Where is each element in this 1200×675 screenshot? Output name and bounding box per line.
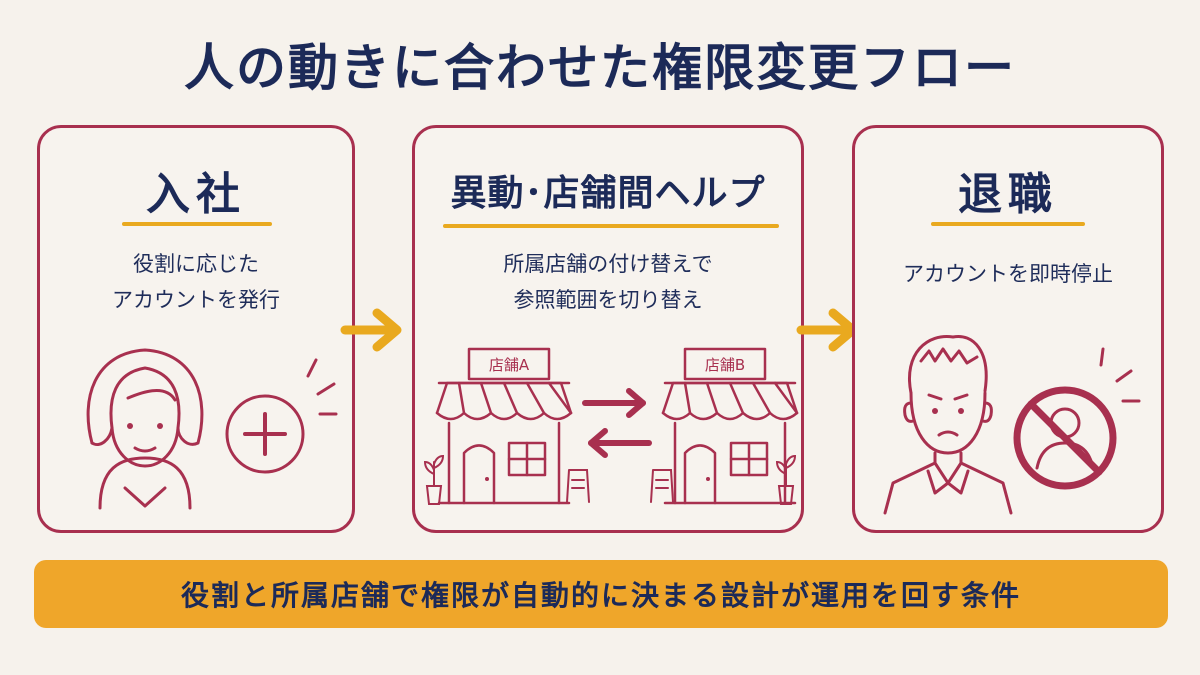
summary-banner: 役割と所属店舗で権限が自動的に決まる設計が運用を回す条件 — [34, 560, 1168, 628]
heading-underline — [122, 222, 272, 226]
description-line: アカウントを即時停止 — [903, 262, 1113, 286]
woman-avatar-icon — [86, 348, 204, 510]
step-heading-leave: 退職 — [958, 169, 1058, 220]
description-line: アカウントを発行 — [112, 288, 280, 312]
swap-arrows-icon — [582, 388, 652, 458]
step-heading-transfer: 異動･店舗間ヘルプ — [450, 173, 766, 214]
heading-underline — [443, 224, 779, 228]
page-title: 人の動きに合わせた権限変更フロー — [184, 39, 1016, 97]
step-heading-join: 入社 — [146, 169, 246, 220]
step-card-transfer: 異動･店舗間ヘルプ 所属店舗の付け替えで 参照範囲を切り替え 店舗A — [412, 125, 804, 533]
step-description-join: 役割に応じた アカウントを発行 — [40, 246, 352, 318]
store-label-a: 店舗A — [489, 356, 530, 374]
step-card-leave: 退職 アカウントを即時停止 — [852, 125, 1164, 533]
store-icon-a: 店舗A — [435, 347, 573, 505]
step-card-join: 入社 役割に応じた アカウントを発行 — [37, 125, 355, 533]
heading-underline — [931, 222, 1085, 226]
summary-text: 役割と所属店舗で権限が自動的に決まる設計が運用を回す条件 — [180, 579, 1021, 612]
store-label-b: 店舗B — [705, 356, 745, 374]
user-blocked-icon — [1013, 347, 1141, 490]
sign-board-icon — [650, 469, 674, 503]
description-line: 参照範囲を切り替え — [513, 288, 703, 312]
plus-circle-icon — [225, 358, 338, 474]
step-description-transfer: 所属店舗の付け替えで 参照範囲を切り替え — [415, 246, 801, 318]
right-arrow-icon — [340, 308, 402, 352]
description-line: 役割に応じた — [133, 252, 259, 276]
description-line: 所属店舗の付け替えで — [503, 252, 713, 276]
potted-plant-icon — [423, 454, 445, 505]
man-avatar-icon — [883, 334, 1013, 515]
potted-plant-icon — [775, 454, 797, 505]
sign-board-icon — [566, 469, 590, 503]
step-description-leave: アカウントを即時停止 — [855, 256, 1161, 292]
